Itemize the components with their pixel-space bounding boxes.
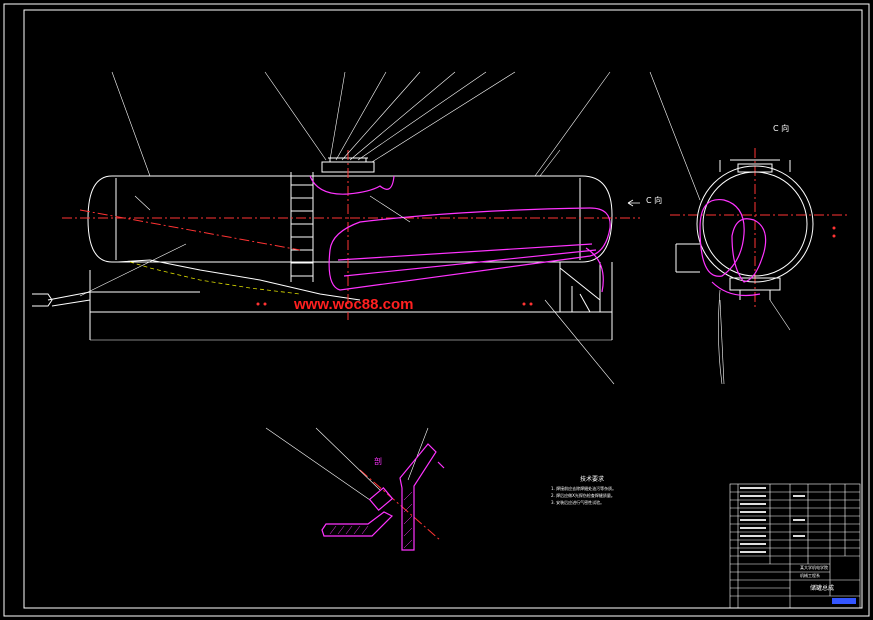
bolt-marks (256, 226, 836, 306)
section-detail (321, 443, 445, 551)
tech-req-line-1: 1. 焊接前应去除焊缝处油污等杂质。 (551, 485, 616, 491)
leader-lines (79, 71, 791, 501)
c-arrow-icon (627, 199, 640, 207)
school-name: 某大学机电学院 (800, 564, 828, 570)
inner-frame (23, 9, 863, 609)
tech-req-title: 技术要求 (580, 475, 604, 483)
watermark: www.woc88.com (293, 296, 413, 313)
title-block-stamp (832, 598, 856, 604)
end-view-leader (718, 289, 723, 385)
end-view-inner (699, 198, 767, 297)
tech-req-line-2: 2. 焊后应做X光探伤检查焊缝质量。 (551, 492, 615, 498)
section-hatch (329, 491, 413, 549)
tank-side-view (32, 157, 613, 341)
c-arrow-label: C 向 (646, 195, 662, 205)
hidden-line-yellow (129, 261, 301, 295)
tech-req-line-3: 3. 安装后应进行气密性试验。 (551, 499, 604, 505)
title-block-cells (740, 487, 805, 553)
section-label: 剖 (374, 456, 382, 466)
inner-vessel (309, 175, 611, 293)
outer-frame (3, 3, 870, 617)
center-lines (62, 148, 850, 541)
title-block (729, 483, 861, 609)
dept-name: 机械工程系 (800, 572, 820, 578)
c-view-title: C 向 (773, 123, 789, 133)
drawing-title: 储罐总成 (810, 584, 834, 592)
end-view-c (675, 159, 814, 300)
